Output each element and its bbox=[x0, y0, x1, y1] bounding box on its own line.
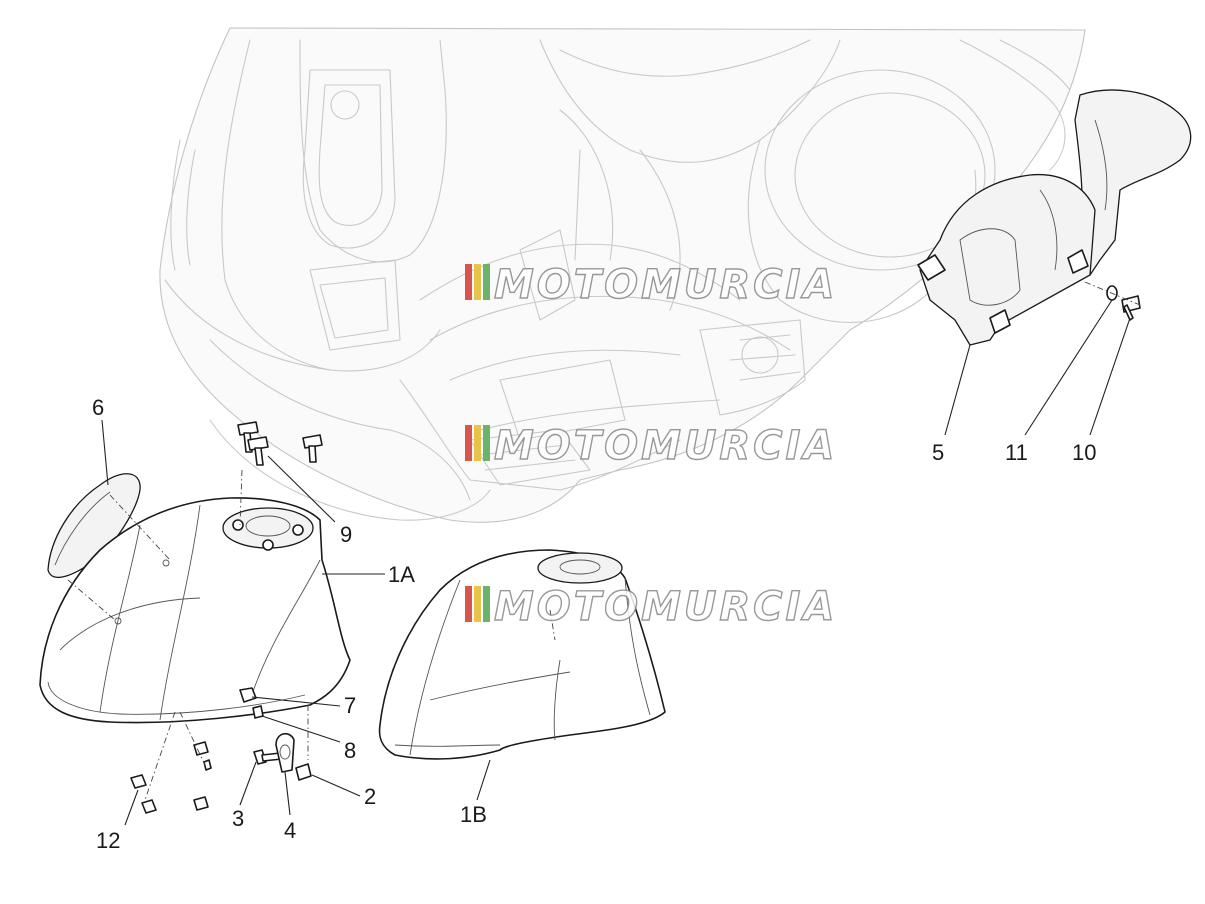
callout-1A: 1A bbox=[388, 562, 415, 587]
front-mudguard-part-1A bbox=[39, 497, 351, 724]
watermark-text: MOTOMURCIA bbox=[494, 584, 837, 630]
leader-lines bbox=[101, 299, 1131, 826]
clip-part-2 bbox=[295, 763, 312, 781]
nut-part-7 bbox=[239, 687, 257, 703]
screws-part-9 bbox=[237, 421, 323, 466]
callout-5: 5 bbox=[932, 440, 944, 465]
screw-part-8 bbox=[252, 705, 264, 719]
callout-7: 7 bbox=[344, 693, 356, 718]
callout-1B: 1B bbox=[460, 802, 487, 827]
watermark-middle: MOTOMURCIA bbox=[465, 422, 837, 470]
nuts-part-12 bbox=[130, 741, 212, 814]
callout-4: 4 bbox=[284, 818, 296, 843]
scooter-body-ghost bbox=[159, 27, 1086, 523]
callout-9: 9 bbox=[340, 522, 352, 547]
screw-part-10 bbox=[1121, 295, 1141, 321]
callout-2: 2 bbox=[364, 784, 376, 809]
callout-11: 11 bbox=[1005, 440, 1028, 465]
watermark-top: MOTOMURCIA bbox=[465, 261, 837, 309]
callout-3: 3 bbox=[232, 806, 244, 831]
callout-8: 8 bbox=[344, 738, 356, 763]
callout-12: 12 bbox=[96, 828, 120, 853]
watermark-text: MOTOMURCIA bbox=[494, 262, 837, 308]
rear-mudguard-part-5 bbox=[917, 89, 1192, 346]
trim-part-6 bbox=[47, 473, 141, 579]
watermark-bottom: MOTOMURCIA bbox=[465, 583, 837, 631]
callout-6: 6 bbox=[92, 395, 104, 420]
mudguard-part-1B bbox=[378, 549, 666, 760]
bracket-part-4 bbox=[275, 732, 295, 773]
callout-labels: 6 9 1A 7 8 2 3 4 12 1B 5 11 10 bbox=[92, 395, 1096, 853]
callout-10: 10 bbox=[1072, 440, 1096, 465]
watermark-text: MOTOMURCIA bbox=[494, 423, 837, 469]
